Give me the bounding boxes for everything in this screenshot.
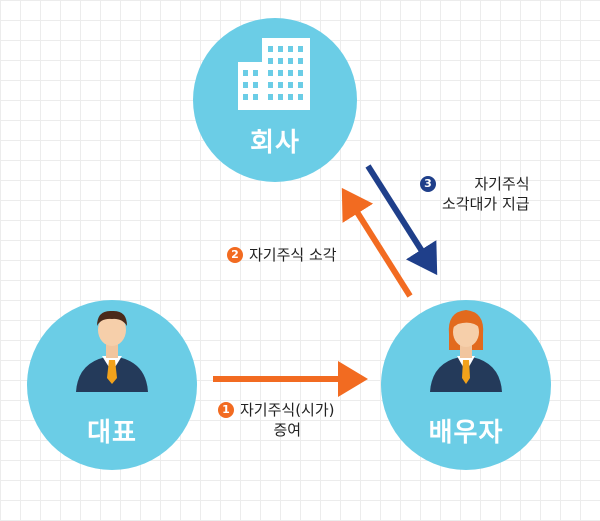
- step-1-text: 자기주식(시가) 증여: [240, 401, 335, 439]
- businesswoman-icon: [430, 310, 502, 392]
- step-3-label: 3 자기주식 소각대가 지급: [420, 174, 530, 214]
- spouse-label: 배우자: [428, 418, 504, 448]
- step-1-label: 1 자기주식(시가) 증여: [218, 400, 335, 440]
- arrow-3: [365, 164, 438, 276]
- step-2-badge: 2: [227, 247, 243, 263]
- step-2-text: 자기주식 소각: [249, 246, 337, 264]
- businessman-icon: [76, 310, 148, 392]
- ceo-label: 대표: [87, 418, 137, 448]
- company-label: 회사: [250, 128, 300, 158]
- step-3-text: 자기주식 소각대가 지급: [442, 175, 530, 213]
- step-1-badge: 1: [218, 402, 234, 418]
- arrow-2: [341, 187, 413, 298]
- step-2-label: 2 자기주식 소각: [227, 245, 337, 265]
- step-3-badge: 3: [420, 176, 436, 192]
- office-building-icon: [238, 38, 310, 110]
